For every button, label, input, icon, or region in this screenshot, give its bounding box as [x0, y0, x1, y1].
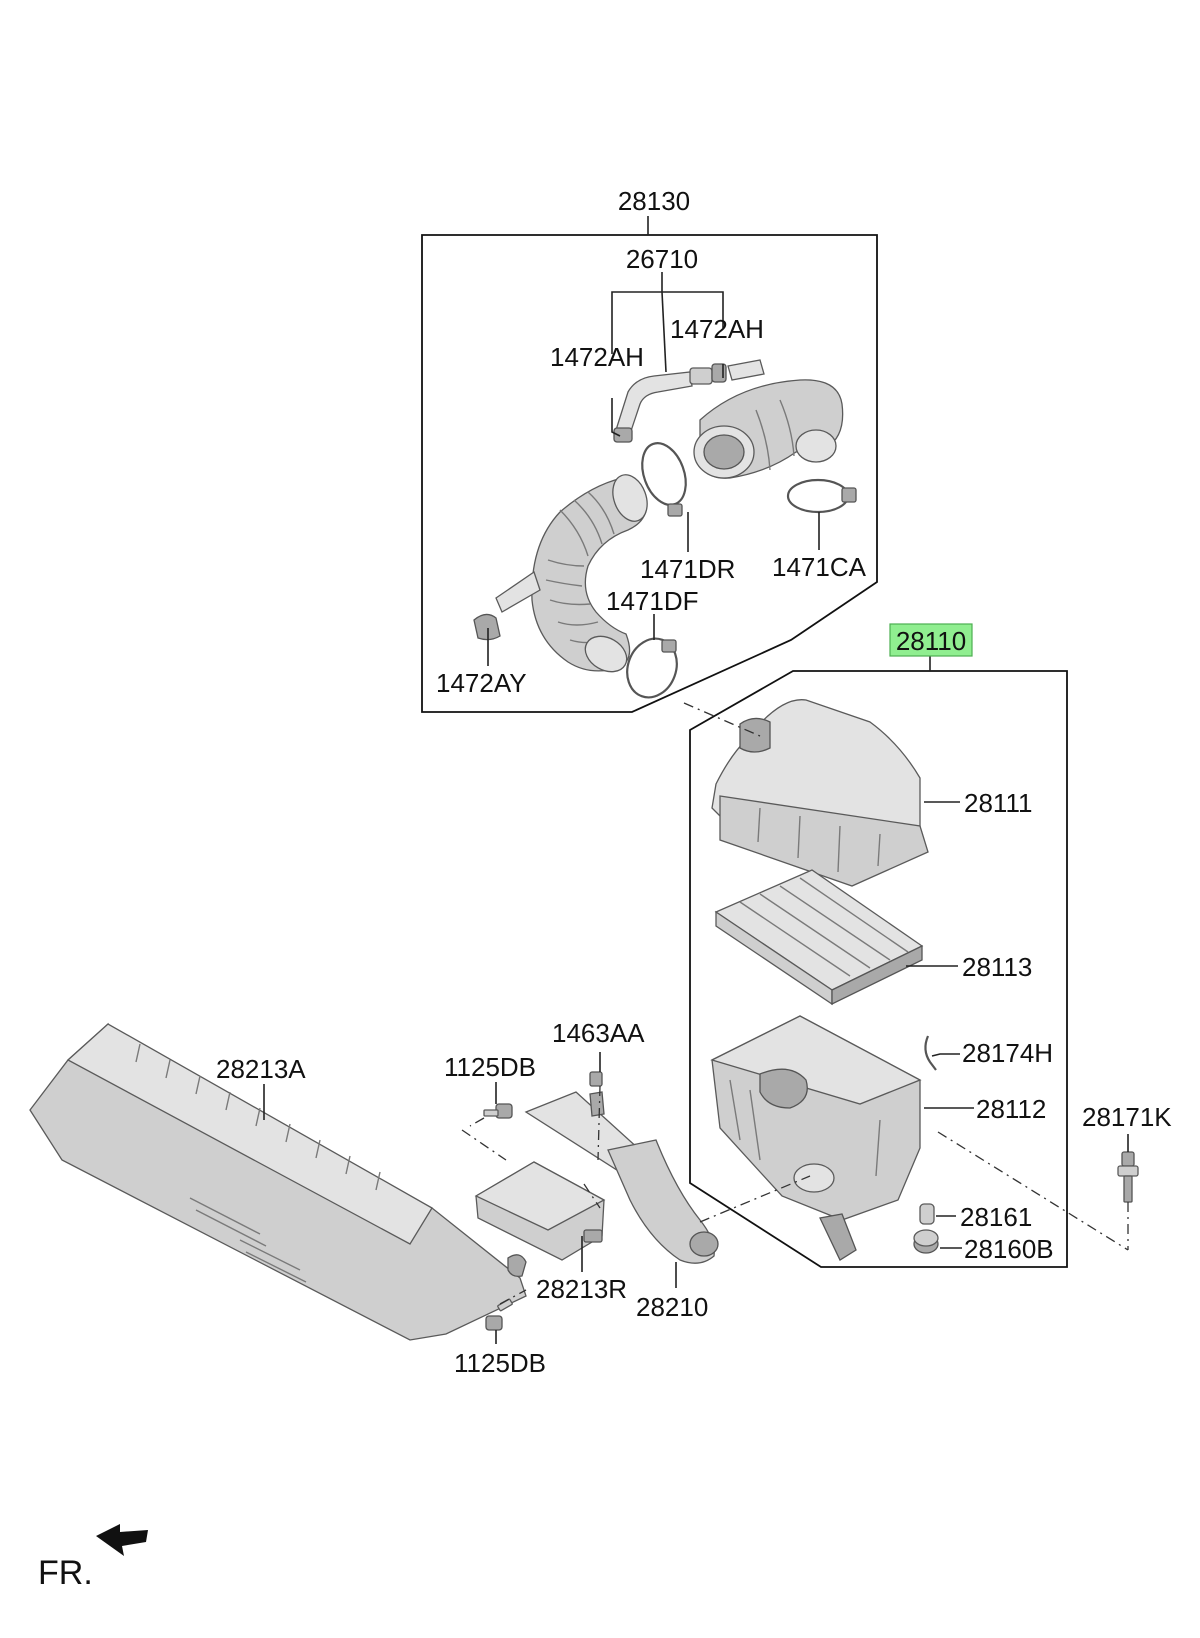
- clamp-1471DR: [641, 442, 687, 517]
- label-1472AY[interactable]: 1472AY: [436, 668, 527, 698]
- bracket-28213R: [474, 1161, 606, 1261]
- intake-duct-28210: [524, 1091, 719, 1264]
- label-28213R[interactable]: 28213R: [536, 1274, 627, 1304]
- air-guide-28213A: [29, 1022, 527, 1341]
- label-1463AA[interactable]: 1463AA: [552, 1018, 645, 1048]
- label-28171K[interactable]: 28171K: [1082, 1102, 1172, 1132]
- label-28111[interactable]: 28111: [964, 788, 1032, 818]
- air-cleaner-cover-28111: [711, 699, 929, 887]
- air-intake-duct-upper: [693, 379, 844, 479]
- assembly-frame-28110: [689, 670, 1068, 1268]
- air-filter-element-28113: [714, 869, 924, 1006]
- bolt-28171K: [1117, 1151, 1139, 1203]
- label-1472AH-left[interactable]: 1472AH: [550, 342, 644, 372]
- label-28130[interactable]: 28130: [618, 186, 690, 216]
- bolt-1125DB-top: [483, 1103, 513, 1119]
- label-26710[interactable]: 26710: [626, 244, 698, 274]
- label-1471DF[interactable]: 1471DF: [606, 586, 699, 616]
- clip-1472AY: [473, 613, 501, 641]
- label-28174H[interactable]: 28174H: [962, 1038, 1053, 1068]
- label-28161[interactable]: 28161: [960, 1202, 1032, 1232]
- label-28112[interactable]: 28112: [976, 1094, 1046, 1124]
- label-1471DR[interactable]: 1471DR: [640, 554, 735, 584]
- label-28210[interactable]: 28210: [636, 1292, 708, 1322]
- assembly-frame-28130: [421, 234, 878, 713]
- grommet-28160B: [913, 1229, 939, 1254]
- orientation-label: FR.: [38, 1554, 93, 1592]
- air-cleaner-body-28112: [710, 1015, 922, 1261]
- clip-28174H: [924, 1035, 937, 1071]
- label-28160B[interactable]: 28160B: [964, 1234, 1054, 1264]
- clamp-1471DF: [626, 637, 678, 699]
- label-1472AH-right[interactable]: 1472AH: [670, 314, 764, 344]
- clamp-1471CA: [786, 478, 857, 514]
- air-intake-hose-corrugated: [495, 474, 648, 673]
- label-28110[interactable]: 28110: [896, 626, 966, 656]
- label-1125DB-bottom[interactable]: 1125DB: [454, 1348, 546, 1378]
- highlight-28110: [889, 623, 973, 657]
- label-28213A[interactable]: 28213A: [216, 1054, 306, 1084]
- breather-hose-26710: [615, 359, 765, 435]
- grommet-28161: [919, 1203, 935, 1225]
- bolt-1125DB-bottom: [485, 1298, 513, 1331]
- front-direction-arrow-icon: [96, 1524, 148, 1556]
- label-1471CA[interactable]: 1471CA: [772, 552, 867, 582]
- label-28113[interactable]: 28113: [962, 952, 1032, 982]
- clip-1463AA: [589, 1071, 603, 1087]
- label-1125DB-top[interactable]: 1125DB: [444, 1052, 536, 1082]
